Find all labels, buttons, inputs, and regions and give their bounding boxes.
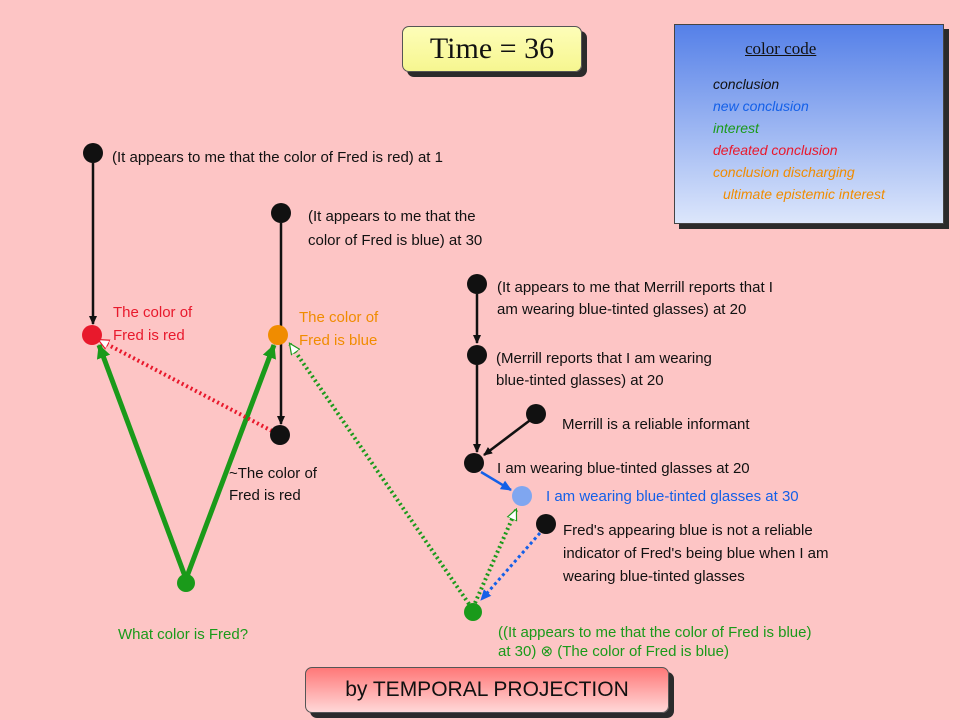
legend-item-ultimate-interest: ultimate epistemic interest	[723, 186, 885, 202]
link-wearing-20-to-30	[480, 470, 512, 492]
label-reliable-informant: Merrill is a reliable informant	[562, 416, 750, 433]
label-merrill-reports-2: blue-tinted glasses) at 20	[496, 372, 664, 389]
label-fred-red-2: Fred is red	[113, 327, 185, 344]
legend-item-conclusion: conclusion	[713, 76, 780, 92]
node-query	[177, 574, 195, 592]
label-conditional-1: ((It appears to me that the color of Fre…	[498, 624, 812, 641]
node-red-appears	[83, 143, 103, 163]
node-reliable-informant	[526, 404, 546, 424]
node-merrill-appears	[467, 274, 487, 294]
node-defeater	[536, 514, 556, 534]
label-fred-blue-2: Fred is blue	[299, 332, 378, 349]
label-conditional-2: at 30) ⊗ (The color of Fred is blue)	[498, 643, 729, 660]
legend-item-new-conclusion: new conclusion	[713, 98, 809, 114]
legend-item-defeated-conclusion: defeated conclusion	[713, 142, 838, 158]
label-merrill-appears-2: am wearing blue-tinted glasses) at 20	[497, 301, 747, 318]
time-label: Time = 36	[402, 26, 582, 72]
label-defeater-2: indicator of Fred's being blue when I am	[563, 545, 829, 562]
node-fred-red	[82, 325, 102, 345]
label-defeater-3: wearing blue-tinted glasses	[563, 568, 745, 585]
color-code-legend: color code conclusion new conclusion int…	[674, 24, 944, 224]
node-blue-appears	[271, 203, 291, 223]
link-conditional-to-wearing-30	[473, 510, 518, 604]
label-wearing-30: I am wearing blue-tinted glasses at 30	[546, 488, 799, 505]
node-fred-blue	[268, 325, 288, 345]
label-wearing-20: I am wearing blue-tinted glasses at 20	[497, 460, 750, 477]
link-query-to-fred-red	[96, 344, 189, 580]
label-red-appears: (It appears to me that the color of Fred…	[112, 149, 443, 166]
legend-item-conclusion-discharging: conclusion discharging	[713, 164, 855, 180]
link-defeater-to-conditional	[479, 532, 542, 601]
temporal-projection-label: by TEMPORAL PROJECTION	[305, 667, 669, 713]
label-merrill-appears-1: (It appears to me that Merrill reports t…	[497, 279, 773, 296]
label-merrill-reports-1: (Merrill reports that I am wearing	[496, 350, 712, 367]
label-defeater-1: Fred's appearing blue is not a reliable	[563, 522, 813, 539]
node-not-red	[270, 425, 290, 445]
label-fred-blue-1: The color of	[299, 309, 379, 326]
label-not-red-2: Fred is red	[229, 487, 301, 504]
label-query: What color is Fred?	[118, 626, 249, 643]
link-informant-to-wearing-20	[483, 417, 534, 456]
node-wearing-20	[464, 453, 484, 473]
label-not-red-1: ~The color of	[229, 465, 317, 482]
legend-title: color code	[745, 39, 817, 58]
label-blue-appears-2: color of Fred is blue) at 30	[308, 232, 483, 249]
label-blue-appears-1: (It appears to me that the	[308, 208, 476, 225]
node-wearing-30	[512, 486, 532, 506]
label-fred-red-1: The color of	[113, 304, 193, 321]
node-conditional	[464, 603, 482, 621]
link-query-to-fred-blue	[183, 344, 277, 580]
node-merrill-reports	[467, 345, 487, 365]
legend-item-interest: interest	[713, 120, 759, 136]
